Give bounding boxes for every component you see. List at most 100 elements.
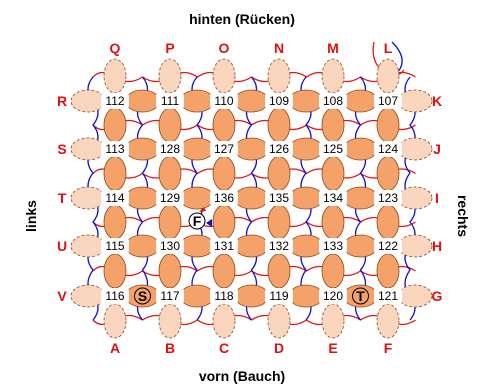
- cell-number: 121: [378, 289, 398, 303]
- knot-vertical: [212, 58, 236, 94]
- knot-vertical: [376, 58, 400, 94]
- blue-arrow-icon: [206, 219, 212, 227]
- bottom-letter: B: [165, 340, 175, 356]
- knot-vertical: [267, 204, 291, 240]
- start-marker-label: S: [138, 288, 147, 304]
- knot-vertical: [267, 58, 291, 94]
- knot-vertical: [267, 107, 291, 143]
- blobs-layer: [70, 58, 433, 339]
- cell-backing: [319, 93, 347, 109]
- knot-vertical: [321, 107, 345, 143]
- cell-number: 109: [269, 94, 289, 108]
- cell-backing: [156, 93, 184, 109]
- knot-vertical: [212, 156, 236, 191]
- knot-horizontal: [397, 284, 433, 308]
- knot-horizontal: [234, 284, 269, 308]
- left-letter: R: [57, 93, 67, 109]
- cell-backing: [101, 93, 129, 109]
- cell-backing: [265, 238, 293, 254]
- cell-backing: [265, 141, 293, 157]
- cell-backing: [374, 238, 402, 254]
- cell-backing: [101, 238, 129, 254]
- top-letter: O: [219, 40, 230, 56]
- bottom-letter: D: [274, 340, 284, 356]
- cell-number: 108: [323, 94, 343, 108]
- cell-number: 120: [323, 289, 343, 303]
- bottom-letter: F: [384, 340, 393, 356]
- top-letter: P: [165, 40, 174, 56]
- label-bottom: vorn (Bauch): [199, 368, 285, 384]
- knot-horizontal: [179, 137, 215, 161]
- label-top: hinten (Rücken): [189, 11, 295, 27]
- cell-number: 136: [214, 191, 234, 205]
- cell-number: 107: [378, 94, 398, 108]
- red-thread-row: [92, 216, 416, 228]
- left-letter: U: [57, 238, 67, 254]
- cell-number: 131: [214, 239, 234, 253]
- cell-backing: [374, 141, 402, 157]
- cell-number: 133: [323, 239, 343, 253]
- knot-vertical: [103, 107, 127, 143]
- threads-layer: [87, 41, 416, 326]
- label-right: rechts: [455, 195, 471, 237]
- cell-number: 119: [269, 289, 288, 303]
- cell-backing: [319, 238, 347, 254]
- cell-backing: [374, 190, 402, 206]
- cell-number: 116: [105, 289, 124, 303]
- red-thread-row: [92, 314, 416, 326]
- cell-backing: [319, 141, 347, 157]
- knot-horizontal: [179, 284, 215, 308]
- knot-vertical: [103, 58, 127, 94]
- start-marker-circle: [134, 287, 151, 305]
- middle-marker-label: F: [193, 213, 202, 229]
- knot-vertical: [103, 156, 127, 191]
- top-letter: L: [384, 40, 393, 56]
- cell-number: 112: [105, 94, 124, 108]
- cell-backing: [319, 288, 347, 304]
- cell-number: 125: [323, 142, 343, 156]
- knot-horizontal: [179, 89, 215, 113]
- cell-backing: [101, 288, 129, 304]
- knot-vertical: [103, 303, 127, 339]
- knot-vertical: [376, 204, 400, 240]
- cell-number: 132: [269, 239, 289, 253]
- knot-vertical: [158, 156, 182, 191]
- knot-horizontal: [397, 137, 433, 161]
- top-letter: N: [274, 40, 284, 56]
- knot-horizontal: [70, 89, 106, 113]
- cell-backing: [265, 93, 293, 109]
- knot-horizontal: [179, 234, 215, 258]
- cell-backing: [265, 288, 293, 304]
- cell-number: 118: [214, 289, 233, 303]
- knot-vertical: [212, 107, 236, 143]
- cell-number: 127: [214, 142, 234, 156]
- cell-number: 129: [160, 191, 180, 205]
- knot-horizontal: [234, 137, 269, 161]
- cell-backing: [265, 190, 293, 206]
- top-letter: M: [327, 40, 339, 56]
- cell-number: 128: [160, 142, 180, 156]
- knot-horizontal: [397, 186, 433, 210]
- bottom-letter: A: [110, 340, 120, 356]
- cell-backing: [156, 288, 184, 304]
- knot-horizontal: [125, 234, 160, 258]
- bottom-letter: C: [219, 340, 229, 356]
- knot-horizontal: [125, 89, 160, 113]
- cell-number: 111: [161, 94, 180, 108]
- cell-backing: [101, 190, 129, 206]
- cell-number: 130: [160, 239, 180, 253]
- cell-backing: [374, 288, 402, 304]
- cell-backing: [210, 288, 238, 304]
- cell-number: 117: [160, 289, 179, 303]
- knot-vertical: [267, 253, 291, 289]
- knot-vertical: [376, 156, 400, 191]
- knot-vertical: [158, 204, 182, 240]
- label-left: links: [23, 200, 39, 232]
- knot-horizontal: [288, 234, 324, 258]
- left-letter: S: [57, 141, 66, 157]
- knot-vertical: [376, 107, 400, 143]
- knot-horizontal: [343, 137, 378, 161]
- cell-number: 122: [378, 239, 398, 253]
- left-letter: V: [57, 288, 67, 304]
